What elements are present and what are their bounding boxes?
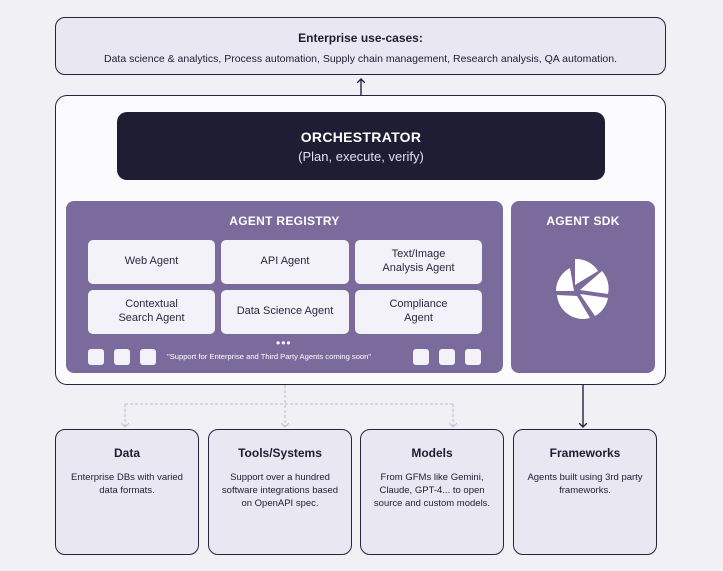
agent-sdk-title: AGENT SDK	[546, 214, 620, 228]
placeholder-agent-square	[465, 349, 481, 365]
data-card: Data Enterprise DBs with varied data for…	[55, 429, 199, 555]
compliance-agent-card: Compliance Agent	[355, 290, 482, 334]
enterprise-use-cases-card: Enterprise use-cases: Data science & ana…	[55, 17, 666, 75]
more-agents-dots: •••	[276, 336, 292, 350]
data-title: Data	[113, 446, 140, 460]
orchestrator-title: ORCHESTRATOR	[300, 129, 422, 145]
frameworks-description: Agents built using 3rd party frameworks.	[527, 472, 643, 496]
enterprise-title: Enterprise use-cases:	[298, 31, 423, 45]
enterprise-subtitle: Data science & analytics, Process automa…	[103, 53, 618, 65]
dashed-bus-connector	[125, 375, 453, 427]
tools-systems-title: Tools/Systems	[238, 446, 322, 460]
placeholder-agent-square	[413, 349, 429, 365]
tools-systems-card: Tools/Systems Support over a hundred sof…	[208, 429, 352, 555]
placeholder-agent-square	[88, 349, 104, 365]
text-image-analysis-agent-card: Text/Image Analysis Agent	[355, 240, 482, 284]
frameworks-card: Frameworks Agents built using 3rd party …	[513, 429, 657, 555]
models-card: Models From GFMs like Gemini, Claude, GP…	[360, 429, 504, 555]
tools-systems-description: Support over a hundred software integrat…	[221, 472, 339, 509]
data-science-agent-card: Data Science Agent	[221, 290, 349, 334]
agent-sdk-panel: AGENT SDK	[511, 201, 655, 373]
pie-logo-icon	[556, 258, 609, 319]
agent-registry-panel: AGENT REGISTRY	[66, 201, 503, 373]
data-description: Enterprise DBs with varied data formats.	[71, 472, 183, 496]
api-agent-card: API Agent	[221, 240, 349, 284]
models-description: From GFMs like Gemini, Claude, GPT-4... …	[373, 472, 491, 509]
agent-registry-title: AGENT REGISTRY	[229, 214, 340, 228]
placeholder-agent-square	[140, 349, 156, 365]
models-title: Models	[411, 446, 453, 460]
placeholder-agent-square	[114, 349, 130, 365]
placeholder-agent-square	[439, 349, 455, 365]
contextual-search-agent-card: Contextual Search Agent	[88, 290, 215, 334]
web-agent-card: Web Agent	[88, 240, 215, 284]
frameworks-title: Frameworks	[549, 446, 621, 460]
support-note: "Support for Enterprise and Third Party …	[167, 352, 372, 361]
orchestrator-box: ORCHESTRATOR (Plan, execute, verify)	[117, 112, 605, 180]
orchestrator-subtitle: (Plan, execute, verify)	[298, 149, 424, 164]
